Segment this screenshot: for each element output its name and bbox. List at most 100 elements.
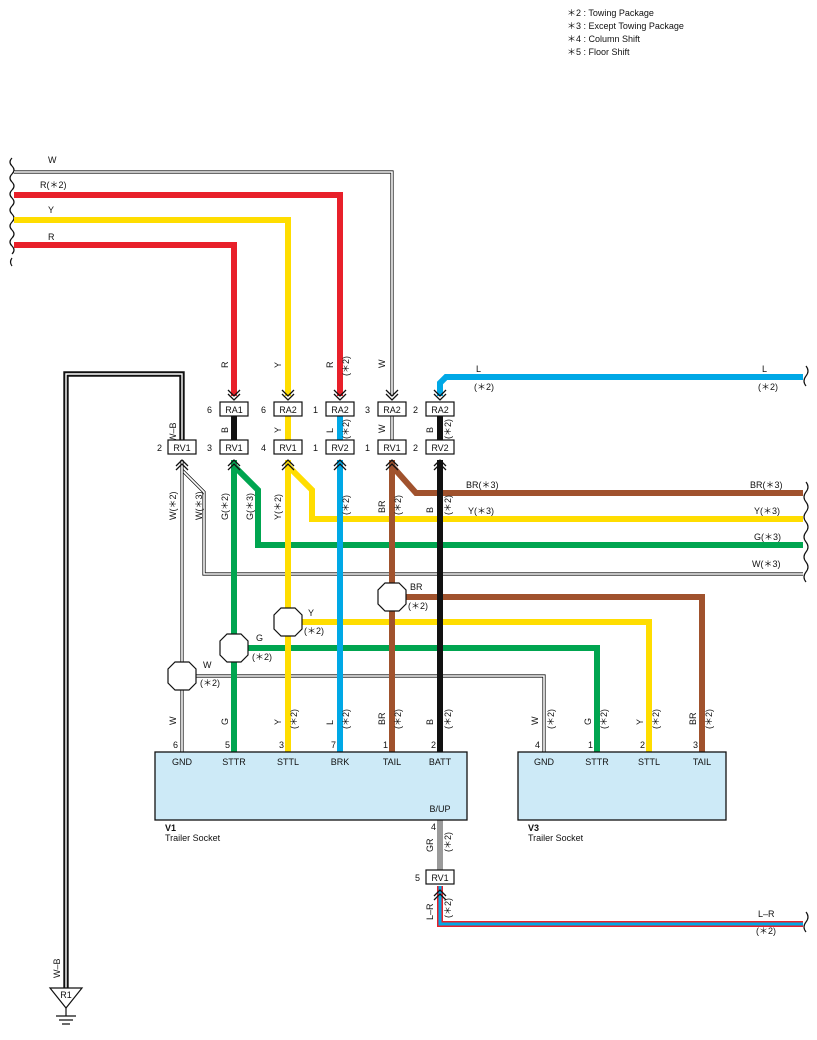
label-v3-y-note: (＊2) [651, 709, 661, 729]
label-splice-br-note: (＊2) [408, 601, 428, 611]
pin-rv1-a: 3 [207, 443, 212, 453]
mid-labels: B Y L (＊2) W B (＊2) W–B [168, 419, 453, 442]
connector-rv1-b-label: RV1 [279, 443, 296, 453]
label-ra2b-in: R [325, 361, 335, 368]
rv-connectors: RV1 2 RV1 3 RV1 4 RV2 1 RV1 1 RV2 2 [157, 439, 455, 455]
wire-wb-ground [63, 371, 185, 988]
connector-ra2-a-label: RA2 [279, 405, 297, 415]
wire-w-splice-v3 [182, 674, 546, 752]
label-y3-right: Y(＊3) [754, 506, 780, 516]
splice-y [273, 607, 303, 637]
label-mid-l: L [325, 428, 335, 433]
label-y2-v: Y(＊2) [273, 494, 283, 520]
pin-v1-tail: 1 [383, 740, 388, 750]
pin-rv1-wb: 2 [157, 443, 162, 453]
v1-terminal-batt: BATT [429, 757, 452, 767]
label-v3-br: BR [688, 712, 698, 725]
v3-body [517, 751, 727, 821]
pin-rv1-bup: 5 [415, 873, 420, 883]
ra-connectors: RA1 6 RA2 6 RA2 1 RA2 3 RA2 2 [207, 401, 455, 417]
wire-y3-right [285, 463, 803, 522]
v3-code: V3 [528, 823, 539, 833]
label-gr: GR [425, 838, 435, 852]
pin-v1-bup: 4 [431, 822, 436, 832]
label-r2-top: R(＊2) [40, 180, 67, 190]
label-lr-v-note: (＊2) [443, 898, 453, 918]
pin-v1-brk: 7 [331, 740, 336, 750]
label-mid-b1: B [220, 427, 230, 433]
label-v1-br-note: (＊2) [393, 709, 403, 729]
socket-wire-labels: W G Y (＊2) L (＊2) BR (＊2) B (＊2) W (＊2) … [168, 709, 714, 920]
label-v1-b-note: (＊2) [443, 709, 453, 729]
label-w-top: W [48, 155, 57, 165]
label-br3-left: BR(＊3) [466, 480, 499, 490]
label-w3-v: W(＊3) [194, 492, 204, 521]
pin-v3-sttl: 2 [640, 740, 645, 750]
splices [167, 582, 407, 691]
pin-rv2-a: 1 [313, 443, 318, 453]
legend-item-floor-shift: ＊5 : Floor Shift [567, 47, 630, 57]
label-w2-v: W(＊2) [168, 492, 178, 521]
label-l-v-note: (＊2) [341, 495, 351, 515]
v3-terminal-sttl: STTL [638, 757, 660, 767]
label-ra2c-in: W [377, 359, 387, 368]
ra-input-labels: R Y R (＊2) W [220, 356, 387, 376]
connector-ra2-d-label: RA2 [431, 405, 449, 415]
label-w3-right: W(＊3) [752, 559, 781, 569]
splice-g [219, 633, 249, 663]
wire-g-splice-v3 [234, 645, 600, 752]
label-l-left: L [476, 364, 481, 374]
pin-rv1-b: 4 [261, 443, 266, 453]
wire-y-splice-v3 [288, 619, 652, 752]
v1-terminal-sttr: STTR [222, 757, 246, 767]
wire-r-top [14, 242, 237, 396]
label-mid-b2: B [425, 427, 435, 433]
connector-rv1-bup [425, 869, 455, 885]
connector-rv1-c [377, 439, 407, 455]
legend: ＊2 : Towing Package ＊3 : Except Towing P… [567, 8, 684, 57]
splice-w [167, 661, 197, 691]
connector-ra2-b-label: RA2 [331, 405, 349, 415]
pin-v3-sttr: 1 [588, 740, 593, 750]
label-ra1-in: R [220, 361, 230, 368]
ground-r1: R1 [48, 987, 84, 1025]
v1-trailer-socket: GND STTR STTL BRK TAIL BATT B/UP V1 Trai… [154, 751, 468, 843]
label-splice-g-note: (＊2) [252, 652, 272, 662]
wire-g3-right [231, 463, 803, 548]
label-splice-y-note: (＊2) [304, 626, 324, 636]
v1-terminal-brk: BRK [331, 757, 350, 767]
label-v3-g: G [583, 718, 593, 725]
label-b-v: B [425, 507, 435, 513]
connector-rv1-wb-label: RV1 [173, 443, 190, 453]
label-wb-upper: W–B [168, 422, 178, 442]
label-mid-b2-note: (＊2) [443, 419, 453, 439]
v3-name: Trailer Socket [528, 833, 584, 843]
label-g3-v: G(＊3) [245, 493, 255, 520]
label-v1-y-note: (＊2) [289, 709, 299, 729]
connector-rv2-a-label: RV2 [331, 443, 348, 453]
v1-terminal-tail: TAIL [383, 757, 401, 767]
connector-ra2-b [325, 401, 355, 417]
pin-ra2-d: 2 [413, 405, 418, 415]
label-mid-w: W [377, 424, 387, 433]
connector-rv1-a-label: RV1 [225, 443, 242, 453]
pin-v1-gnd: 6 [173, 740, 178, 750]
rv1-bup-chevron [433, 889, 447, 901]
label-l-right: L [762, 364, 767, 374]
v1-name: Trailer Socket [165, 833, 221, 843]
label-br-v-note: (＊2) [393, 495, 403, 515]
pin-ra2-b: 1 [313, 405, 318, 415]
label-v3-br-note: (＊2) [704, 709, 714, 729]
label-v3-w-note: (＊2) [546, 709, 556, 729]
label-v1-w: W [168, 716, 178, 725]
rv-chevrons [175, 459, 447, 471]
pin-v3-tail: 3 [693, 740, 698, 750]
wire-l-top [437, 374, 803, 396]
label-v1-l: L [325, 720, 335, 725]
pin-rv1-c: 1 [365, 443, 370, 453]
connector-rv1-bup-label: RV1 [431, 873, 448, 883]
pin-rv2-b: 2 [413, 443, 418, 453]
ground-r1-triangle [48, 987, 84, 1009]
connector-rv1-wb [167, 439, 197, 455]
v1-terminal-bup: B/UP [429, 804, 450, 814]
